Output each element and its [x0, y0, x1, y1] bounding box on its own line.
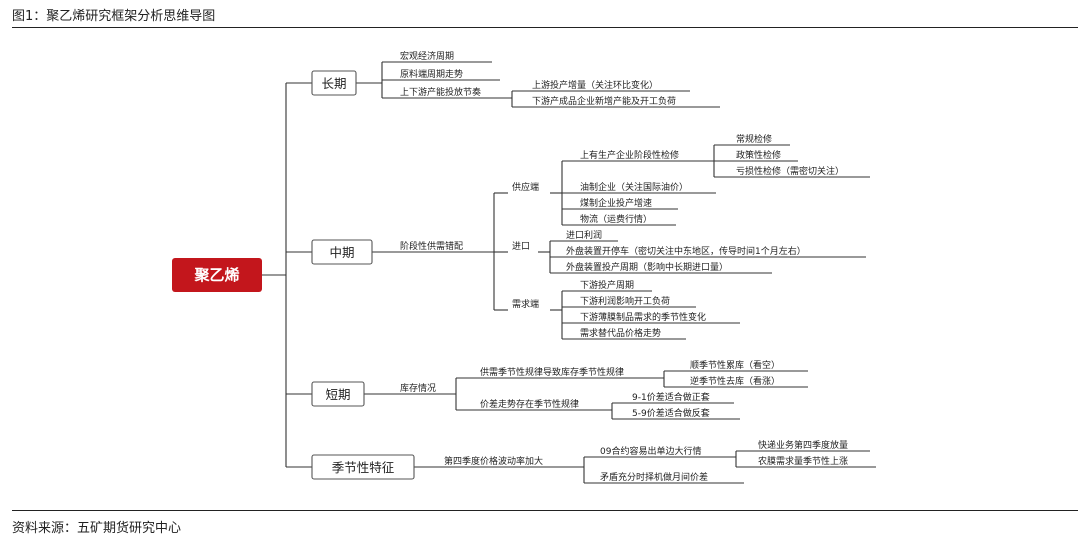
node-demand-profit: 下游利润影响开工负荷 — [580, 295, 670, 307]
branch-short-label: 短期 — [325, 387, 350, 402]
node-policy-maintenance: 政策性检修 — [736, 149, 781, 161]
branch-short-box — [311, 381, 365, 407]
node-supply-logistics: 物流（运费行情） — [580, 213, 652, 225]
top-rule — [12, 27, 1078, 28]
node-demand: 需求端 — [512, 298, 539, 310]
branch-short: 短期 — [311, 381, 365, 407]
node-express: 快递业务第四季度放量 — [758, 439, 848, 451]
node-build-stock: 顺季节性累库（看空） — [690, 359, 780, 371]
branch-seasonal-box — [311, 454, 415, 480]
root-node-label: 聚乙烯 — [193, 266, 239, 284]
node-import: 进口 — [512, 241, 530, 252]
branch-long-box — [311, 70, 357, 96]
figure-source: 资料来源：五矿期货研究中心 — [12, 521, 182, 536]
node-supply-oil: 油制企业（关注国际油价） — [580, 181, 688, 193]
node-downstream-capacity: 下游产成品企业新增产能及开工负荷 — [532, 95, 676, 107]
node-demand-film: 下游薄膜制品需求的季节性变化 — [580, 311, 706, 323]
node-short-connector: 库存情况 — [400, 382, 436, 394]
connector-lines — [262, 61, 876, 484]
branch-mid-label: 中期 — [329, 245, 354, 260]
node-spread-5-9: 5-9价差适合做反套 — [632, 407, 710, 419]
node-demand-cycle: 下游投产周期 — [580, 279, 634, 291]
node-mid-connector: 阶段性供需错配 — [400, 240, 463, 252]
figure-title: 图1：聚乙烯研究框架分析思维导图 — [12, 9, 216, 24]
branch-mid-box — [311, 239, 373, 265]
node-supply: 供应端 — [512, 181, 539, 193]
node-macro-cycle: 宏观经济周期 — [400, 50, 454, 62]
node-supply-coal: 煤制企业投产增速 — [580, 197, 652, 209]
node-spread-9-1: 9-1价差适合做正套 — [632, 391, 710, 403]
node-upstream-capacity: 上游投产增量（关注环比变化） — [532, 79, 658, 91]
node-arbitrage: 矛盾充分时择机做月间价差 — [600, 471, 708, 483]
branch-long: 长期 — [311, 70, 357, 96]
bottom-rule — [12, 510, 1078, 511]
branch-long-label: 长期 — [321, 76, 346, 91]
node-loss-maintenance: 亏损性检修（需密切关注） — [736, 165, 844, 177]
node-seasonal-connector: 第四季度价格波动率加大 — [444, 455, 543, 467]
node-spread-rule: 价差走势存在季节性规律 — [480, 398, 579, 410]
node-supply-maintenance: 上有生产企业阶段性检修 — [580, 149, 679, 161]
root-node: 聚乙烯 — [172, 258, 262, 292]
node-contract-09: 09合约容易出单边大行情 — [600, 445, 701, 457]
branch-mid: 中期 — [311, 239, 373, 265]
node-import-cycle: 外盘装置投产周期（影响中长期进口量） — [566, 261, 728, 273]
branch-seasonal-label: 季节性特征 — [332, 460, 395, 475]
branch-seasonal: 季节性特征 — [311, 454, 415, 480]
node-routine-maintenance: 常规检修 — [736, 133, 772, 145]
node-draw-stock: 逆季节性去库（看涨） — [690, 375, 780, 387]
node-import-profit: 进口利润 — [566, 229, 602, 241]
node-feedstock-cycle: 原料端周期走势 — [400, 68, 463, 80]
root-node-box — [172, 258, 262, 292]
node-demand-substitute: 需求替代品价格走势 — [580, 327, 661, 339]
node-inventory-rule: 供需季节性规律导致库存季节性规律 — [480, 366, 624, 378]
node-agri-film: 农膜需求量季节性上涨 — [758, 455, 848, 467]
node-import-startstop: 外盘装置开停车（密切关注中东地区，传导时间1个月左右） — [566, 245, 806, 257]
node-capacity-rhythm: 上下游产能投放节奏 — [400, 86, 481, 98]
